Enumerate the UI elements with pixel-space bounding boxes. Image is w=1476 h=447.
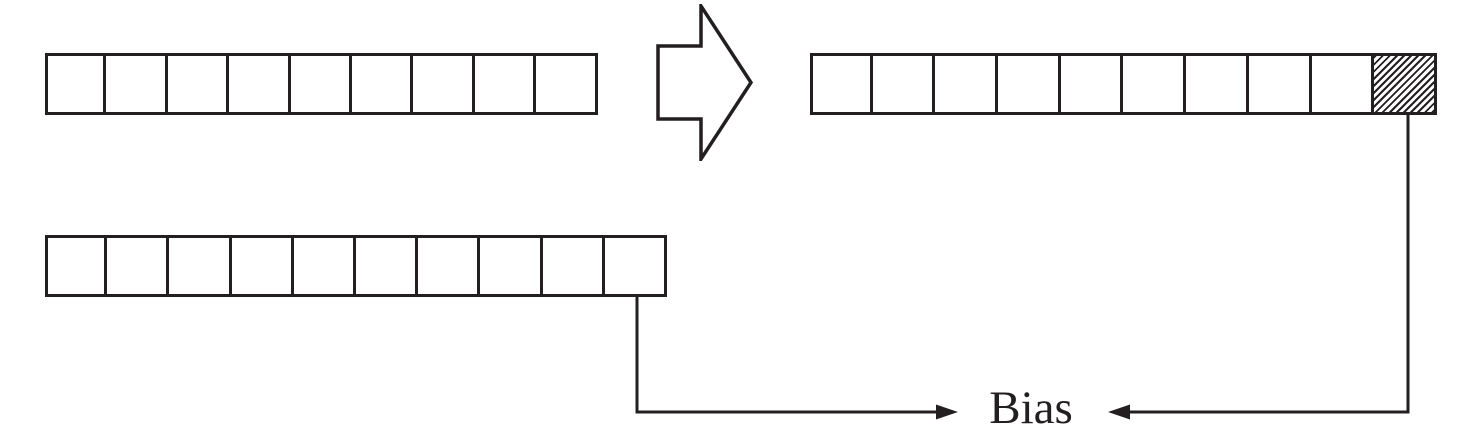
vector-cell xyxy=(872,53,936,115)
vector-cell xyxy=(45,53,107,115)
vector-cell xyxy=(167,53,230,115)
augmented-vector-row xyxy=(810,53,1437,115)
block-arrow-outline xyxy=(656,4,753,161)
vector-cell xyxy=(1186,53,1249,115)
vector-cell xyxy=(1248,53,1312,115)
bias-cell-hatched xyxy=(1374,53,1437,115)
vector-cell xyxy=(418,235,481,297)
vector-cell xyxy=(536,53,598,115)
bias-connector-left-line xyxy=(635,296,936,414)
vector-cell xyxy=(45,235,108,297)
vector-cell xyxy=(1123,53,1187,115)
vector-cell xyxy=(810,53,873,115)
vector-cell xyxy=(935,53,999,115)
vector-cell xyxy=(169,235,232,297)
original-vector-row xyxy=(45,53,598,115)
vector-cell xyxy=(351,53,414,115)
vector-cell xyxy=(474,53,537,115)
vector-cell xyxy=(293,235,356,297)
vector-cell xyxy=(542,235,605,297)
vector-cell xyxy=(1311,53,1375,115)
bias-label: Bias xyxy=(989,382,1073,434)
vector-cell xyxy=(231,235,294,297)
vector-cell xyxy=(604,235,667,297)
vector-cell xyxy=(1060,53,1124,115)
vector-cell xyxy=(355,235,419,297)
bias-connector-right-line xyxy=(1130,114,1410,414)
second-vector-row xyxy=(45,235,667,297)
block-arrow-right-icon xyxy=(656,4,753,161)
vector-cell xyxy=(413,53,475,115)
vector-cell xyxy=(480,235,543,297)
arrowhead-left-icon xyxy=(1108,404,1130,420)
vector-cell xyxy=(290,53,352,115)
vector-cell xyxy=(107,235,170,297)
vector-cell xyxy=(998,53,1061,115)
arrowhead-right-icon xyxy=(936,404,958,420)
vector-cell xyxy=(229,53,291,115)
vector-cell xyxy=(106,53,168,115)
